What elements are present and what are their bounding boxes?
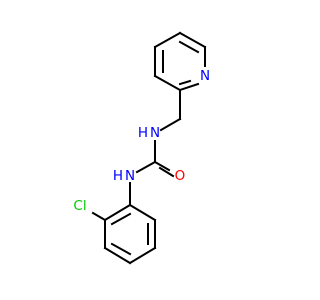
bond: [103, 246, 132, 265]
amide-hydrogen-label: H: [138, 125, 148, 141]
bond: [178, 82, 200, 92]
bond: [128, 203, 157, 222]
pyridine-nitrogen-label: N: [200, 68, 210, 84]
chemical-structure: N H N H N O Cl: [73, 31, 210, 265]
chlorine-label: Cl: [73, 198, 86, 214]
bond: [135, 160, 157, 174]
pyridine-ring: [153, 31, 207, 92]
bond: [103, 203, 132, 222]
bond: [110, 242, 132, 256]
bond: [153, 160, 171, 172]
bond: [178, 31, 207, 49]
bond: [159, 117, 182, 132]
bond: [128, 246, 157, 265]
bond: [91, 211, 107, 222]
bond: [178, 40, 200, 54]
chlorophenyl-ring: [91, 203, 157, 265]
amide-nitrogen-label: N: [150, 125, 160, 141]
atom-labels: N H N H N O Cl: [73, 68, 210, 214]
bond: [158, 166, 175, 178]
amide-hydrogen-label: H: [113, 168, 123, 184]
bond: [153, 31, 182, 49]
bond: [178, 79, 192, 86]
amide-nitrogen-label: N: [125, 168, 135, 184]
linker-and-urea: [129, 89, 182, 206]
bond: [110, 212, 132, 226]
bond: [153, 74, 182, 92]
carbonyl-oxygen-label: O: [175, 168, 186, 184]
